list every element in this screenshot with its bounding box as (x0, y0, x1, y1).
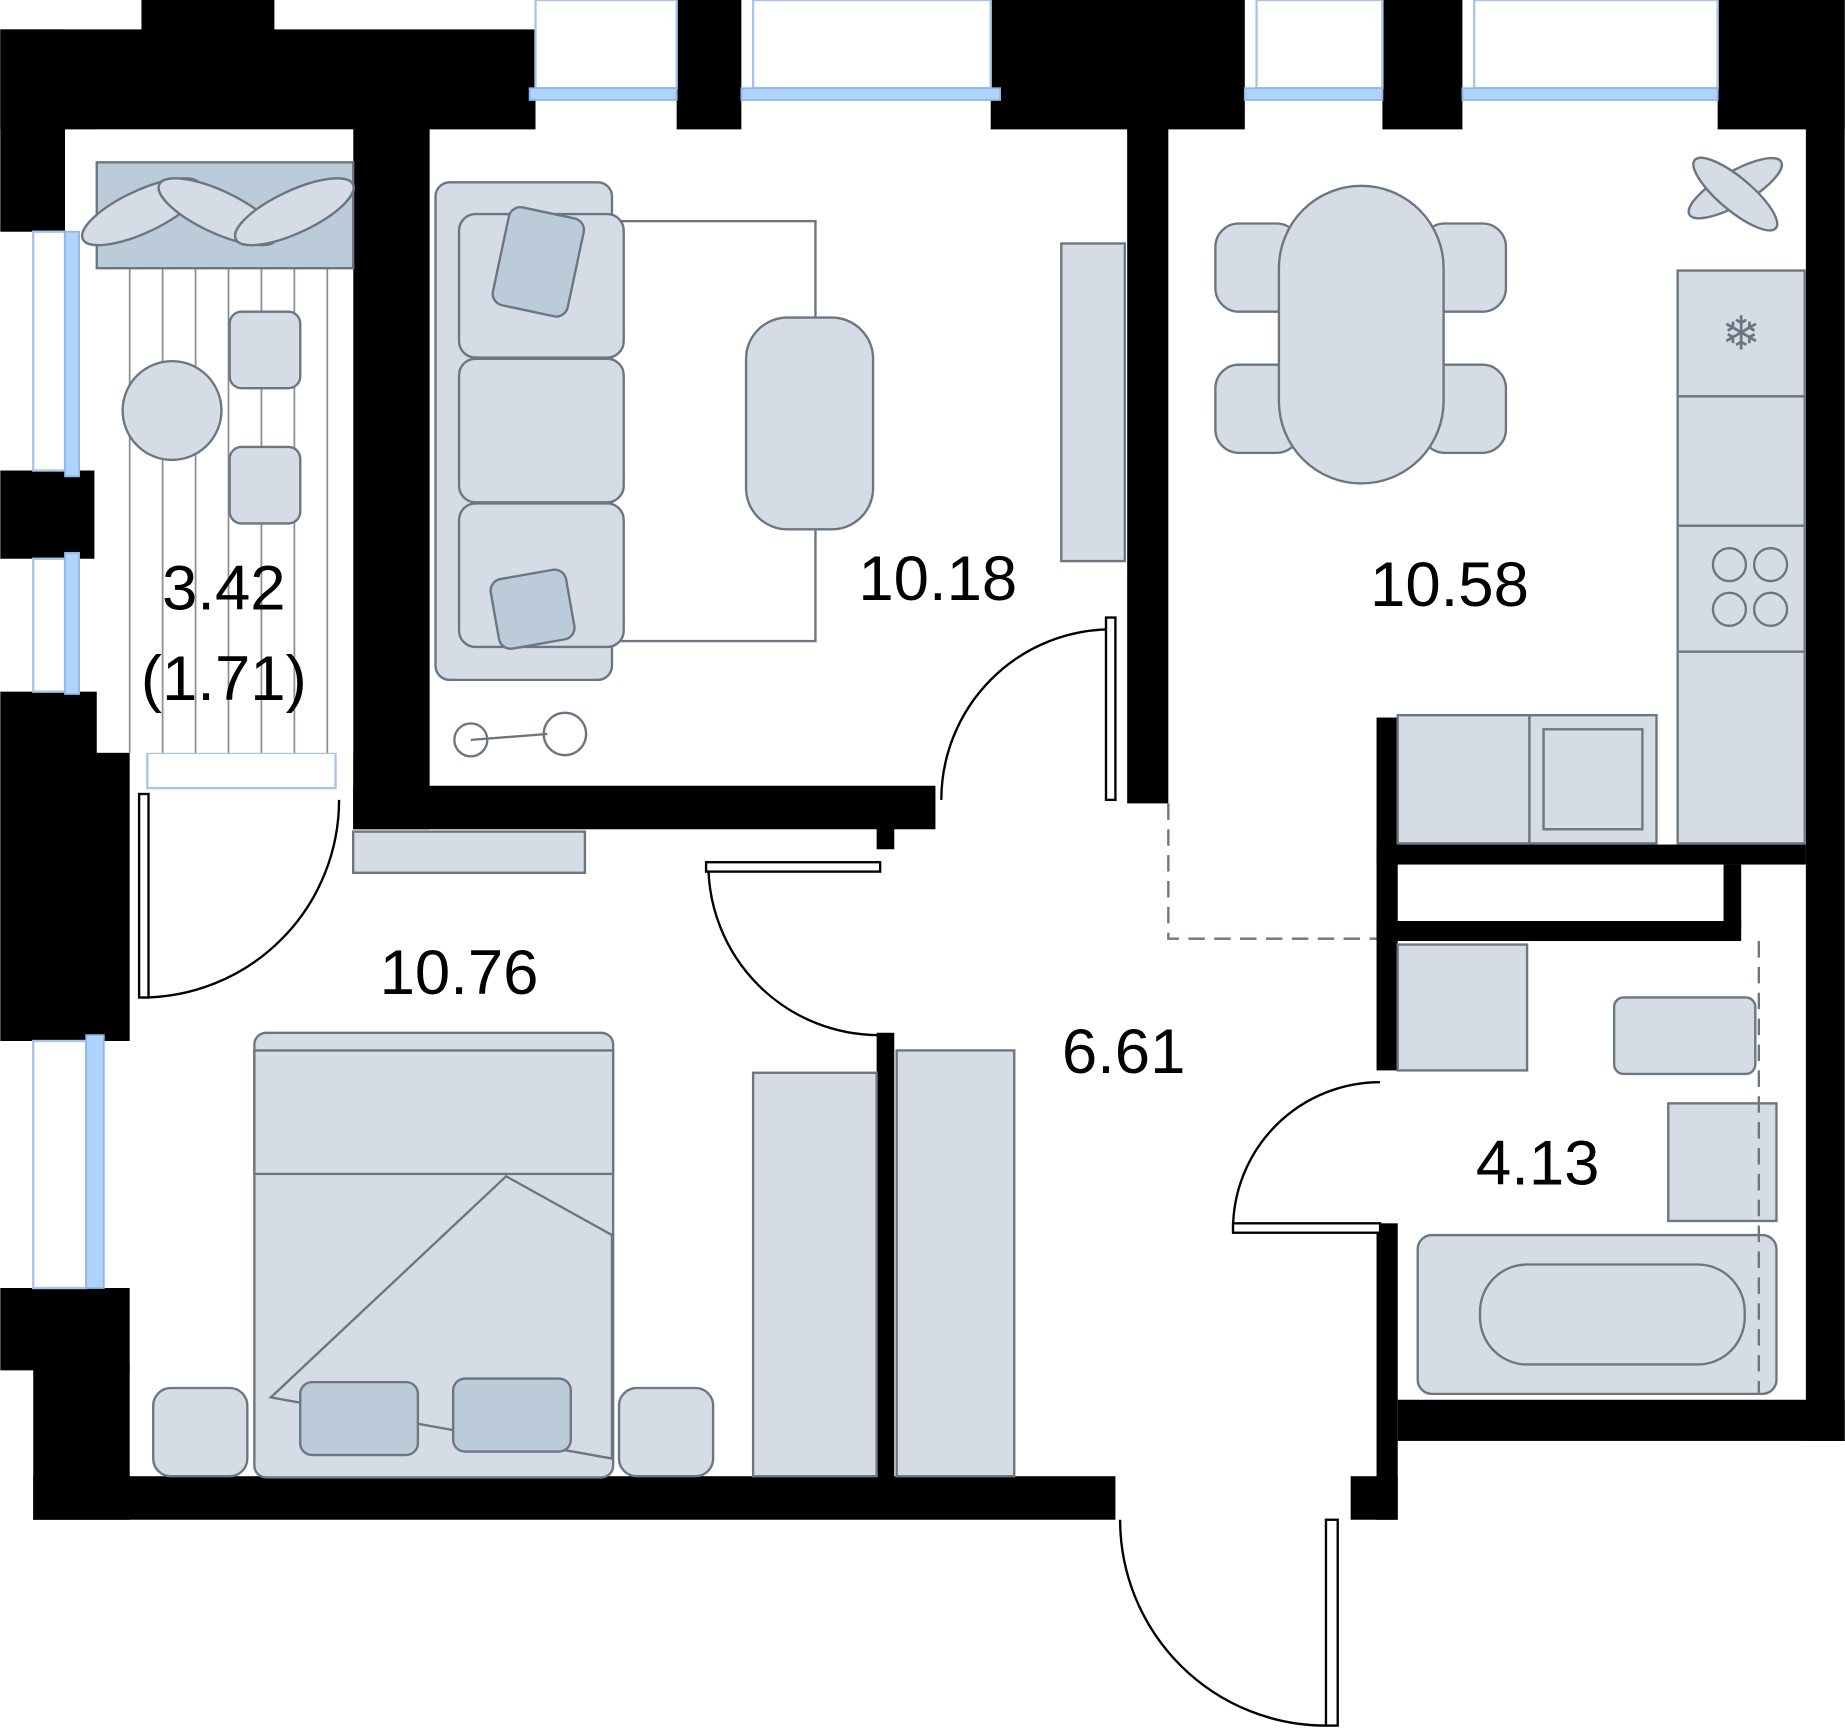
chair-icon (228, 445, 302, 525)
wardrobe-icon (751, 1049, 1016, 1478)
washbasin-icon (1667, 1102, 1778, 1223)
balcony-reduced-area: (1.71) (141, 644, 307, 714)
balcony-door[interactable] (141, 799, 341, 999)
toilet-icon (1612, 996, 1757, 1076)
nightstand-icon (617, 1386, 715, 1478)
balcony-table-icon (121, 359, 223, 462)
hallway-area: 6.61 (1062, 1017, 1186, 1087)
kitchen-counter-icon: ❄ (1396, 269, 1806, 845)
balcony-area: 3.42 (162, 553, 286, 623)
bedroom: 10.76 (152, 830, 1016, 1479)
bedroom-area: 10.76 (380, 938, 539, 1008)
dining-set-icon (1214, 184, 1508, 485)
coffee-table-icon (744, 316, 875, 531)
doors (137, 616, 1382, 1727)
plant-icon (80, 177, 355, 247)
entrance-door[interactable] (1118, 1519, 1326, 1727)
washing-machine-icon (1396, 943, 1529, 1072)
plant-icon (1687, 156, 1784, 232)
stove-icon (1676, 524, 1806, 653)
bathtub-icon (1416, 1233, 1778, 1396)
radiator-icon (352, 830, 587, 874)
bathroom-door[interactable] (1231, 1080, 1381, 1230)
chair-icon (228, 310, 302, 390)
floor-lamp-icon (453, 711, 588, 758)
living-room-area: 10.18 (858, 544, 1017, 614)
windows (32, 0, 1719, 1290)
bedroom-door[interactable] (707, 864, 879, 1037)
nightstand-icon (152, 1386, 249, 1478)
sink-icon (1528, 713, 1658, 845)
tv-stand-icon (1060, 242, 1126, 563)
kitchen-area: 10.58 (1370, 550, 1529, 620)
balcony: 3.42 (1.71) (80, 129, 355, 753)
living-room: 10.18 (434, 181, 1126, 758)
fridge-snowflake-icon: ❄ (1721, 306, 1760, 361)
kitchen: ❄ 10.58 (1167, 156, 1806, 940)
sofa-icon (434, 181, 625, 682)
bathroom-area: 4.13 (1476, 1129, 1600, 1199)
walls (0, 0, 1845, 1520)
bed-icon (253, 1031, 615, 1479)
living-room-door[interactable] (940, 628, 1112, 800)
bathroom: 4.13 (1396, 941, 1778, 1396)
